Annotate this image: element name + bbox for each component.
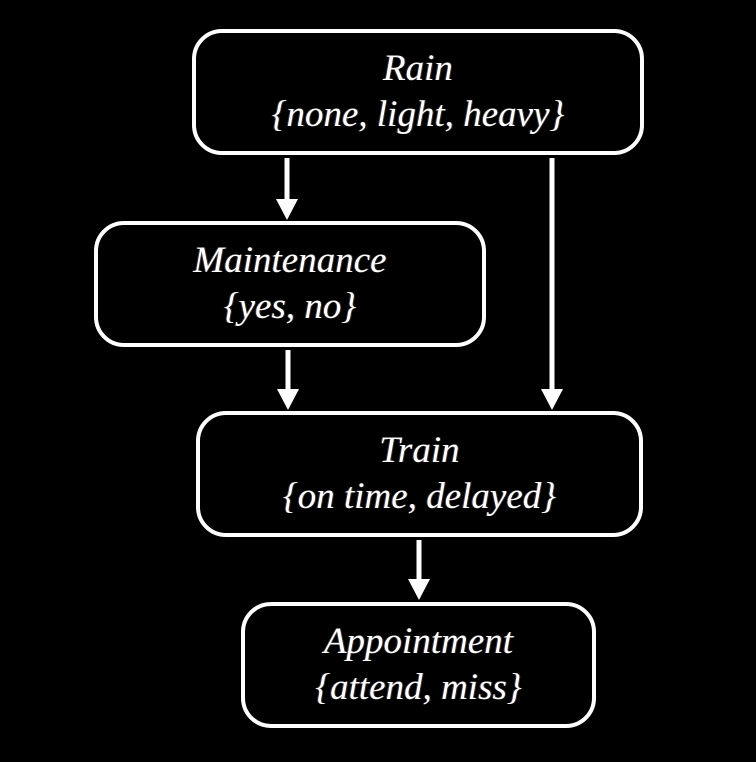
- edge-rain-to-maintenance: [276, 158, 298, 220]
- arrowhead-icon: [276, 199, 298, 220]
- node-appointment-values: {attend, miss}: [315, 667, 522, 708]
- arrowhead-icon: [408, 579, 430, 600]
- node-rain-values: {none, light, heavy}: [271, 94, 565, 135]
- node-appointment: Appointment {attend, miss}: [241, 602, 596, 728]
- arrowhead-icon: [541, 389, 563, 410]
- node-rain: Rain {none, light, heavy}: [192, 29, 644, 155]
- node-train: Train {on time, delayed}: [196, 411, 643, 537]
- node-train-title: Train: [379, 430, 460, 471]
- node-rain-title: Rain: [383, 48, 453, 89]
- arrowhead-icon: [277, 389, 299, 410]
- edge-train-to-appointment: [408, 540, 430, 600]
- node-train-values: {on time, delayed}: [282, 476, 557, 517]
- node-maintenance-values: {yes, no}: [223, 286, 357, 327]
- node-appointment-title: Appointment: [323, 621, 514, 662]
- edge-rain-to-train: [541, 158, 563, 410]
- node-maintenance-title: Maintenance: [193, 240, 387, 281]
- edge-maintenance-to-train: [277, 350, 299, 410]
- node-maintenance: Maintenance {yes, no}: [94, 221, 486, 347]
